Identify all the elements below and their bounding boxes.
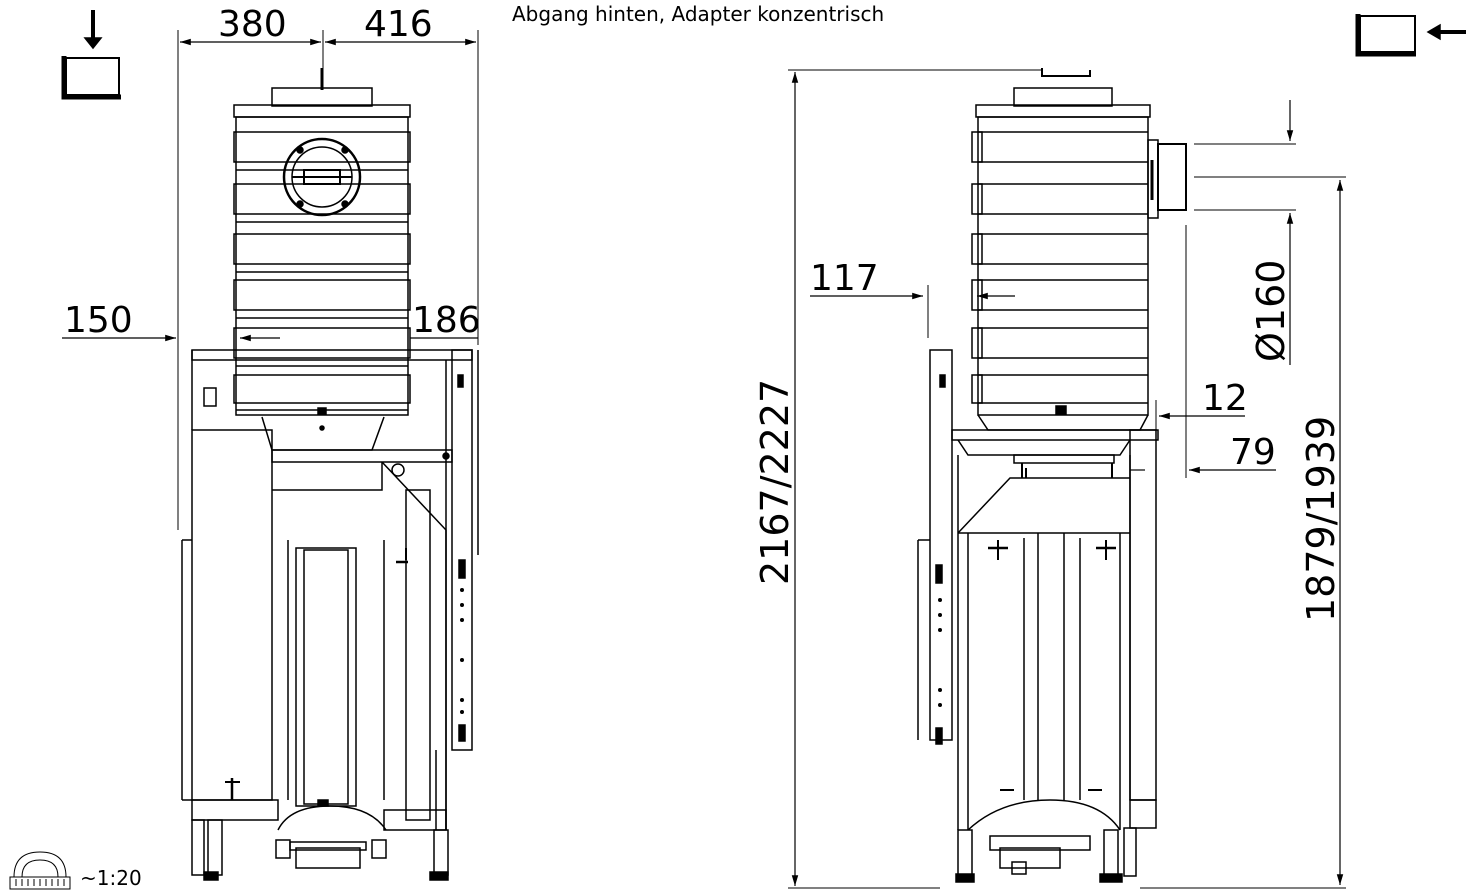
dim-side-gap: 12	[1202, 378, 1248, 419]
dim-side-offset: 117	[810, 258, 879, 299]
dim-side-outlet-height: 1879/1939	[1299, 416, 1343, 622]
dim-side-diameter: Ø160	[1249, 260, 1293, 362]
side-view-arrow-left-icon	[1355, 14, 1466, 57]
dim-front-right: 186	[412, 300, 481, 341]
side-view	[788, 14, 1466, 889]
ruler-scale-icon	[9, 851, 71, 890]
dim-front-top-right: 416	[364, 4, 433, 45]
front-view	[61, 10, 479, 881]
dim-side-adapter-depth: 79	[1230, 432, 1276, 473]
dim-front-top-left: 380	[218, 4, 287, 45]
dim-front-left: 150	[64, 300, 133, 341]
top-view-arrow-down-icon	[61, 10, 121, 100]
scale-label: ~1:20	[80, 866, 142, 890]
dim-side-total-height: 2167/2227	[753, 379, 797, 585]
drawing-caption: Abgang hinten, Adapter konzentrisch	[512, 2, 885, 26]
